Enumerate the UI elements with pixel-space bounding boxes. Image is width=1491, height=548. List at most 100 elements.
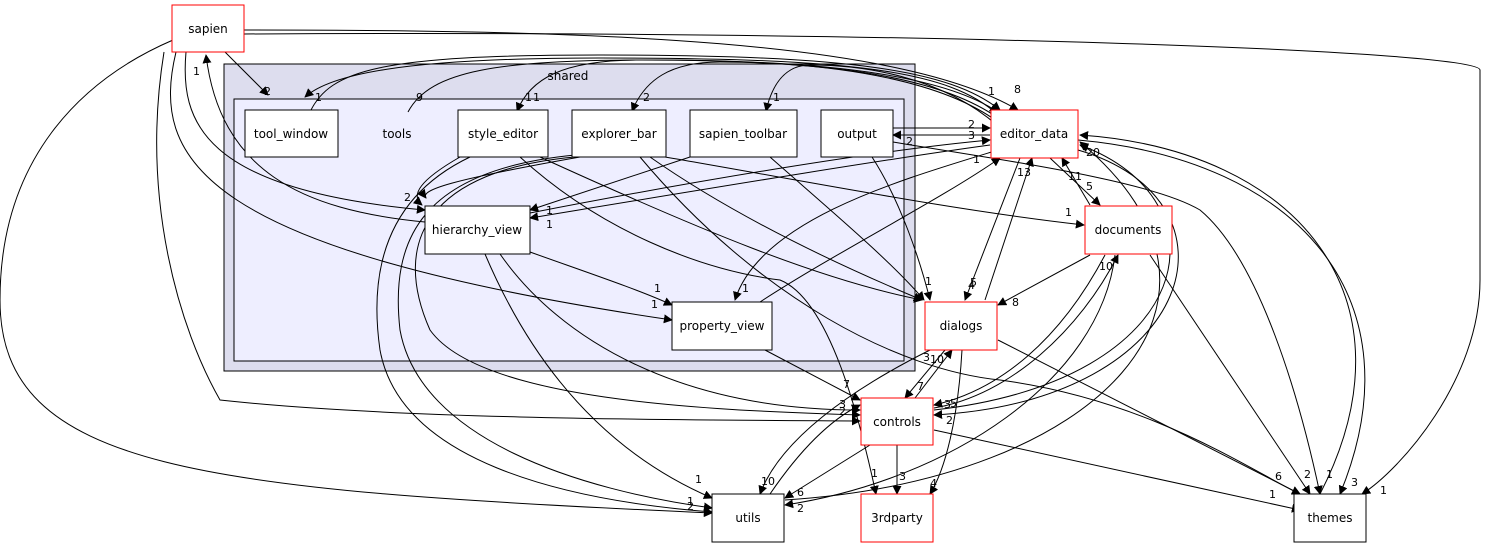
edge-label: 3 bbox=[923, 351, 930, 364]
node-explorer_bar[interactable]: explorer_bar bbox=[571, 109, 667, 158]
node-label: utils bbox=[735, 511, 760, 525]
node-controls[interactable]: controls bbox=[860, 397, 934, 446]
node-label: style_editor bbox=[468, 127, 538, 141]
edge-explorer-controls bbox=[414, 156, 861, 420]
edge-label: 2 bbox=[839, 405, 846, 418]
edge-output-themes bbox=[892, 141, 1323, 495]
edge-explorer-hierarchy bbox=[417, 156, 581, 199]
node-label: controls bbox=[873, 415, 921, 429]
edge-editordata-documents bbox=[1049, 157, 1101, 206]
edge-label: 2 bbox=[643, 91, 650, 104]
edge-labels: 2 1 9 1 2 1 1 8 2 3 2 1 1 1 2 13 11 20 5… bbox=[193, 65, 1387, 515]
edge-dialogs-themes bbox=[997, 339, 1301, 495]
edge-label: 1 bbox=[925, 275, 932, 288]
node-tool_window[interactable]: tool_window bbox=[244, 109, 339, 158]
edge-label: 20 bbox=[1086, 146, 1100, 159]
edge-editordata-explorer bbox=[630, 61, 999, 123]
node-editor_data[interactable]: editor_data bbox=[990, 109, 1079, 159]
edge-explorer-dialogs bbox=[649, 156, 923, 302]
edge-label: 6 bbox=[1275, 470, 1282, 483]
edge-editordata-themes bbox=[1077, 139, 1366, 495]
edge-label: 1 bbox=[1326, 468, 1333, 481]
edge-documents-themes bbox=[1149, 254, 1311, 495]
edge-editordata-hierarchy bbox=[529, 144, 991, 222]
edge-label: 1 bbox=[773, 91, 780, 104]
edge-label: 5 bbox=[1086, 180, 1093, 193]
edge-label: 1 bbox=[742, 282, 749, 295]
edge-label: 10 bbox=[1099, 260, 1113, 273]
edge-hierarchy-controls bbox=[499, 253, 861, 415]
edge-label: 1 bbox=[651, 298, 658, 311]
edge-styleeditor-dialogs bbox=[539, 156, 923, 303]
node-label: 3rdparty bbox=[871, 511, 923, 525]
node-sapien_toolbar[interactable]: sapien_toolbar bbox=[689, 109, 798, 158]
node-label: property_view bbox=[679, 319, 764, 333]
edge-sapien-utils bbox=[0, 39, 713, 518]
edge-dialogs-controls bbox=[904, 349, 946, 399]
node-sapien[interactable]: sapien bbox=[171, 4, 245, 53]
edge-label: 2 bbox=[968, 118, 975, 131]
edge-label: 2 bbox=[687, 500, 694, 513]
node-themes[interactable]: themes bbox=[1293, 493, 1367, 543]
edge-label: 6 bbox=[797, 486, 804, 499]
edge-controls-themes bbox=[933, 429, 1301, 513]
edge-label: 1 bbox=[871, 467, 878, 480]
edge-label: 5 bbox=[970, 276, 977, 289]
node-3rdparty[interactable]: 3rdparty bbox=[860, 493, 934, 543]
edge-dialogs-editordata bbox=[984, 157, 1034, 301]
cluster-shared-label: shared bbox=[548, 69, 589, 83]
edge-label: 1 bbox=[546, 218, 553, 231]
edge-editordata-dialogs bbox=[963, 157, 1021, 301]
node-label: dialogs bbox=[940, 319, 983, 333]
node-hierarchy_view[interactable]: hierarchy_view bbox=[424, 205, 531, 255]
edge-label: 1 bbox=[315, 91, 322, 104]
node-output[interactable]: output bbox=[820, 109, 894, 158]
node-label: themes bbox=[1307, 511, 1352, 525]
node-property_view[interactable]: property_view bbox=[671, 301, 773, 351]
edge-documents-controls bbox=[933, 254, 1106, 408]
edge-label: 2 bbox=[1304, 468, 1311, 481]
edge-label: 4 bbox=[930, 477, 937, 490]
edge-label: 8 bbox=[1014, 83, 1021, 96]
edge-label: 1 bbox=[546, 204, 553, 217]
edge-editordata-sapientoolbar bbox=[763, 64, 999, 127]
node-label: output bbox=[837, 127, 877, 141]
node-label: sapien_toolbar bbox=[699, 127, 787, 141]
node-style_editor[interactable]: style_editor bbox=[457, 109, 549, 158]
edge-hierarchy-property bbox=[529, 251, 673, 306]
edge-hierarchy-utils bbox=[484, 253, 713, 499]
edge-dialogs-utils bbox=[758, 349, 931, 495]
node-documents[interactable]: documents bbox=[1084, 205, 1173, 255]
edge-editordata-styleeditor bbox=[515, 59, 999, 119]
edge-documents-editordata bbox=[1061, 157, 1091, 206]
edge-controls-dialogs bbox=[914, 349, 953, 399]
node-label: documents bbox=[1095, 223, 1162, 237]
edge-dialogs-3rdparty bbox=[929, 349, 963, 495]
edge-label: 10 bbox=[761, 475, 775, 488]
edge-label: 3 bbox=[839, 398, 846, 411]
edge-documents-utils bbox=[784, 254, 1116, 509]
edge-label: 4 bbox=[968, 279, 975, 292]
edge-label: 2 bbox=[946, 414, 953, 427]
edge-label: 7 bbox=[917, 380, 924, 393]
edge-editordata-toolwindow bbox=[304, 57, 999, 116]
node-label: tool_window bbox=[254, 127, 328, 141]
edge-label: 1 bbox=[654, 282, 661, 295]
edge-label: 1 bbox=[193, 65, 200, 78]
edge-label: 3 bbox=[899, 470, 906, 483]
edge-label: 2 bbox=[797, 502, 804, 515]
edge-label: 2 bbox=[404, 191, 411, 204]
edge-explorer-documents bbox=[664, 156, 1085, 229]
edge-label: 11 bbox=[1068, 170, 1082, 183]
edge-editordata-property bbox=[733, 149, 999, 301]
node-utils[interactable]: utils bbox=[711, 493, 785, 543]
edge-explorer-utils bbox=[397, 154, 713, 512]
edge-themes-editordata bbox=[1079, 131, 1357, 495]
edge-label: 8 bbox=[1012, 296, 1019, 309]
edge-label: 5 bbox=[950, 397, 957, 410]
edge-output-dialogs bbox=[871, 156, 933, 301]
edge-controls-utils bbox=[784, 444, 871, 499]
edge-label: 3 bbox=[968, 129, 975, 142]
node-dialogs[interactable]: dialogs bbox=[924, 301, 998, 351]
